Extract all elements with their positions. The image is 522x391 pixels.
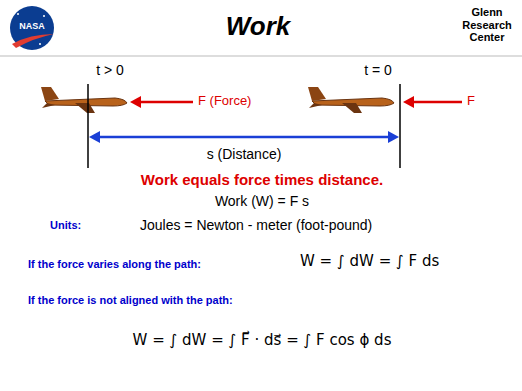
tail-fin [41, 87, 59, 101]
arrow-head [403, 96, 414, 108]
logo-star [39, 43, 41, 45]
equation: W = ∫ dW = ∫ F ds [300, 253, 439, 270]
stabilizer [309, 103, 322, 108]
stabilizer [42, 103, 55, 108]
logo-star [43, 15, 45, 17]
distance-label: s (Distance) [207, 146, 282, 162]
note: If the force varies along the path: [28, 258, 201, 271]
logo-disc [10, 6, 54, 50]
wing [75, 103, 95, 113]
arrow-shaft [411, 101, 462, 104]
force-label: F (Force) [198, 94, 251, 109]
logo-star [17, 13, 19, 15]
time-label: t > 0 [96, 62, 124, 78]
arrow-head [388, 131, 399, 143]
note: If the force is not aligned with the pat… [28, 294, 233, 307]
units-text: Joules = Newton - meter (foot-pound) [140, 217, 372, 233]
tail-fin [308, 87, 326, 101]
extension-line [87, 84, 89, 168]
logo-swoosh [12, 34, 54, 48]
force-arrow [130, 96, 193, 108]
distance-arrow [89, 131, 399, 143]
statement: Work equals force times distance. [141, 171, 383, 188]
arrow-head [89, 131, 100, 143]
logo-text: NASA [19, 21, 45, 31]
page-title: Work [226, 12, 291, 42]
organization-name: Glenn Research Center [456, 6, 518, 44]
equation: Work (W) = F s [215, 193, 309, 209]
extension-line [399, 84, 401, 168]
airplane [41, 87, 127, 113]
force-arrow [403, 96, 462, 108]
wing [342, 103, 362, 113]
time-label: t = 0 [364, 62, 392, 78]
arrow-head [130, 96, 141, 108]
arrow-shaft [138, 101, 193, 104]
nasa-logo [10, 6, 54, 50]
airplane [308, 87, 394, 113]
header-rule [0, 56, 522, 57]
force-label: F [467, 94, 475, 109]
note: Units: [50, 219, 81, 232]
equation: W = ∫ dW = ∫ F⃗ · ds⃗ = ∫ F cos ϕ ds [133, 332, 392, 349]
arrow-shaft [97, 136, 391, 139]
